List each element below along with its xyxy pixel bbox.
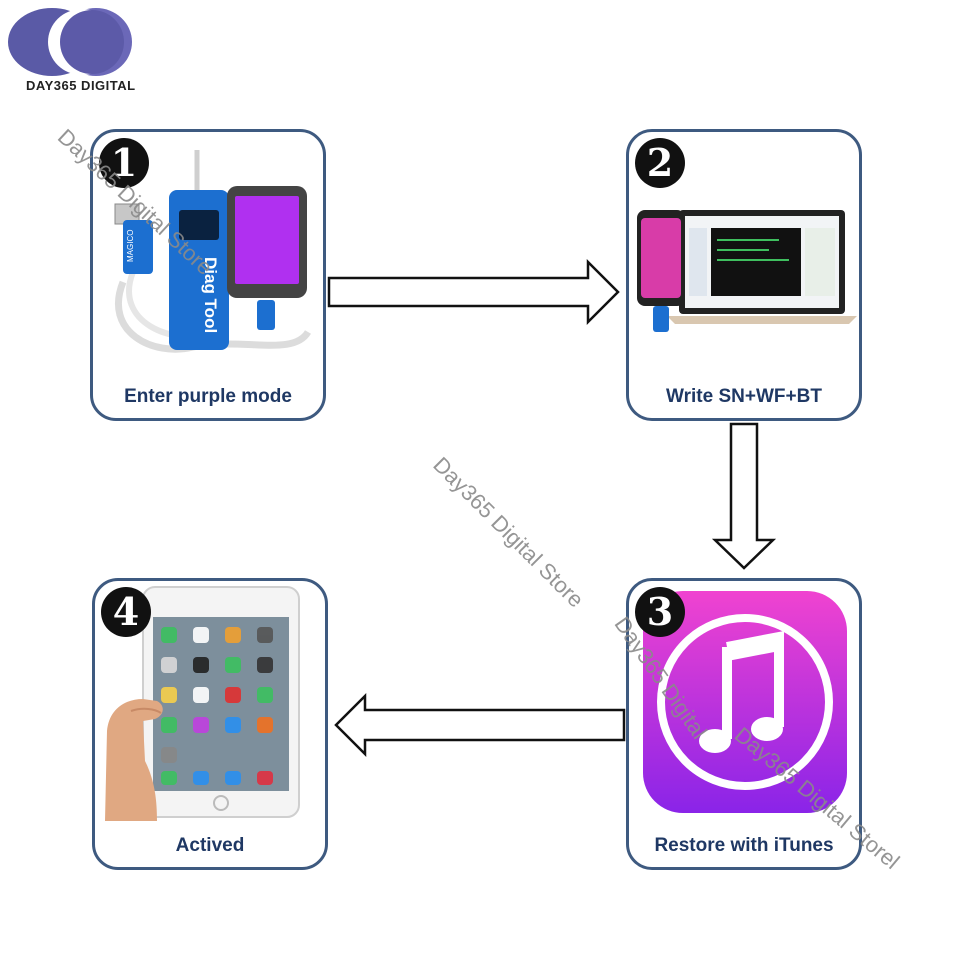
day365-logo xyxy=(8,8,132,76)
step-3-card: 3 Restore with iTunes xyxy=(626,578,862,870)
arrow-right-icon xyxy=(327,258,620,326)
step-4-badge: 4 xyxy=(101,587,151,637)
step-1-caption: Enter purple mode xyxy=(124,386,292,407)
diag-tool-cable-tablet-icon: MAGICO Diag Tool xyxy=(114,150,311,353)
step-2-badge: 2 xyxy=(635,138,685,188)
arrow-left-icon xyxy=(334,692,626,758)
step-3-badge: 3 xyxy=(635,587,685,637)
step-4-card: 4 xyxy=(92,578,328,870)
step-1-card: 1 MAGICO Diag Tool Enter purple mode xyxy=(90,129,326,421)
step-3-caption: Restore with iTunes xyxy=(654,835,834,856)
step-2-card: 2 Write SN+WF+BT xyxy=(626,129,862,421)
ipad-in-hand-icon xyxy=(105,586,300,821)
plug-brand-label: MAGICO xyxy=(126,230,135,262)
step-2-caption: Write SN+WF+BT xyxy=(666,386,822,407)
tool-name-label: Diag Tool xyxy=(201,257,220,333)
step-1-badge: 1 xyxy=(99,138,149,188)
itunes-icon xyxy=(643,591,847,813)
brand-name: DAY365 DIGITAL xyxy=(26,78,136,93)
watermark-2: Day365 Digital Store xyxy=(428,452,589,613)
laptop-phone-icon xyxy=(637,210,857,332)
arrow-down-icon xyxy=(711,422,777,570)
step-4-caption: Actived xyxy=(175,835,245,856)
